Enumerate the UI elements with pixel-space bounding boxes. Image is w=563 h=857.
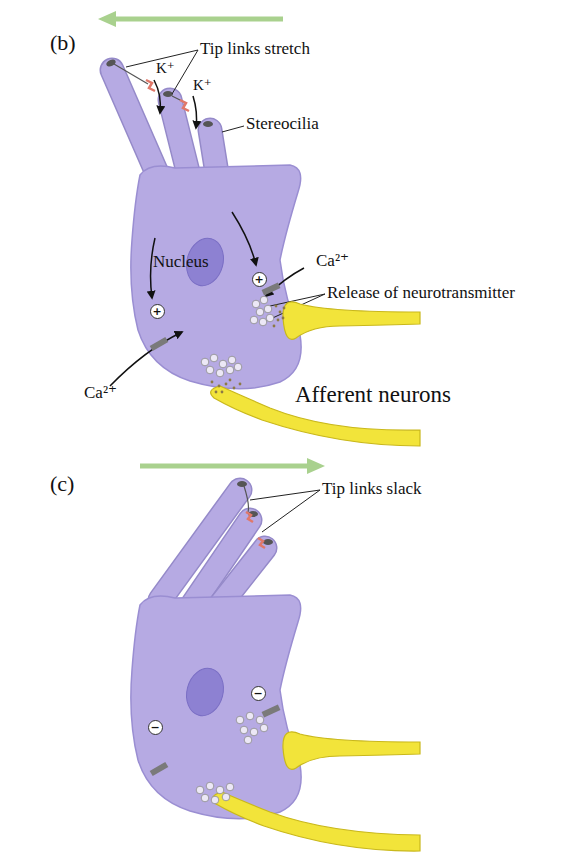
leader-lines bbox=[126, 50, 325, 321]
part-label: Tip links slack bbox=[322, 480, 422, 499]
part-label: K⁺ bbox=[156, 60, 175, 77]
vesicle bbox=[244, 736, 252, 744]
vesicle bbox=[260, 724, 268, 732]
vesicle bbox=[240, 726, 248, 734]
panel-label: (b) bbox=[50, 31, 76, 55]
neurotransmitter-dot bbox=[282, 317, 285, 320]
calcium-channel bbox=[150, 704, 281, 776]
vesicle bbox=[226, 783, 234, 791]
afferent-neuron bbox=[211, 302, 420, 446]
charge-sign: − bbox=[150, 722, 159, 733]
neurotransmitter-dot bbox=[218, 385, 221, 388]
vesicle bbox=[201, 358, 209, 366]
vesicle bbox=[206, 366, 214, 374]
charge-symbol: − bbox=[251, 686, 266, 701]
charge-symbol: + bbox=[252, 272, 267, 287]
part-label: Ca²⁺ bbox=[316, 252, 349, 271]
motion-arrow bbox=[140, 458, 325, 474]
vesicle bbox=[246, 712, 254, 720]
neurotransmitter-dot bbox=[229, 379, 232, 382]
neurotransmitter-dot bbox=[233, 387, 236, 390]
vesicle bbox=[250, 316, 258, 324]
part-label: Tip links stretch bbox=[200, 40, 310, 59]
vesicle bbox=[266, 314, 274, 322]
charge-sign: − bbox=[253, 688, 262, 699]
charge-symbol: − bbox=[148, 720, 163, 735]
synaptic-vesicles bbox=[196, 712, 268, 804]
part-label: Release of neurotransmitter bbox=[327, 284, 515, 303]
neurotransmitter-dot bbox=[273, 325, 276, 328]
vesicle bbox=[256, 716, 264, 724]
neurotransmitter-dot bbox=[221, 391, 224, 394]
afferent-neuron bbox=[213, 732, 420, 851]
vesicle bbox=[219, 360, 227, 368]
vesicle bbox=[264, 305, 272, 313]
neurotransmitter-dot bbox=[279, 311, 282, 314]
vesicle bbox=[222, 793, 230, 801]
vesicle bbox=[228, 356, 236, 364]
neurotransmitter-dot bbox=[277, 319, 280, 322]
vesicle bbox=[201, 794, 209, 802]
stereocilia bbox=[105, 58, 218, 180]
charge-sign: + bbox=[254, 274, 263, 285]
neurotransmitter-dot bbox=[225, 383, 228, 386]
part-label: Stereocilia bbox=[246, 115, 319, 134]
charge-symbol: + bbox=[150, 304, 165, 319]
hair-cell-body bbox=[131, 165, 301, 389]
synaptic-vesicles bbox=[201, 296, 285, 393]
vesicle bbox=[226, 366, 234, 374]
vesicle bbox=[234, 363, 242, 371]
neurotransmitter-dot bbox=[239, 383, 242, 386]
vesicle bbox=[196, 786, 204, 794]
tip-links bbox=[114, 64, 189, 111]
tip-links bbox=[244, 486, 265, 548]
vesicle bbox=[250, 728, 258, 736]
neurotransmitter-dot bbox=[283, 307, 286, 310]
neurotransmitter-dot bbox=[275, 305, 278, 308]
vesicle bbox=[206, 782, 214, 790]
vesicle bbox=[236, 716, 244, 724]
hair-cell-body bbox=[131, 595, 301, 819]
charge-sign: + bbox=[152, 306, 161, 317]
vesicle bbox=[256, 308, 264, 316]
calcium-channel bbox=[150, 282, 281, 351]
vesicle bbox=[216, 786, 224, 794]
vesicle bbox=[260, 296, 268, 304]
vesicle bbox=[252, 300, 260, 308]
part-label: Nucleus bbox=[153, 253, 209, 272]
neurotransmitter-dot bbox=[211, 381, 214, 384]
neurotransmitter-dot bbox=[215, 391, 218, 394]
vesicle bbox=[259, 318, 267, 326]
part-label: K⁺ bbox=[193, 77, 212, 94]
vesicle bbox=[211, 796, 219, 804]
vesicle bbox=[216, 369, 224, 377]
leader-lines bbox=[250, 490, 320, 532]
motion-arrow bbox=[98, 11, 283, 27]
part-label: Afferent neurons bbox=[295, 382, 451, 407]
part-label: Ca²⁺ bbox=[84, 384, 117, 403]
vesicle bbox=[210, 354, 218, 362]
panel-label: (c) bbox=[50, 472, 74, 496]
